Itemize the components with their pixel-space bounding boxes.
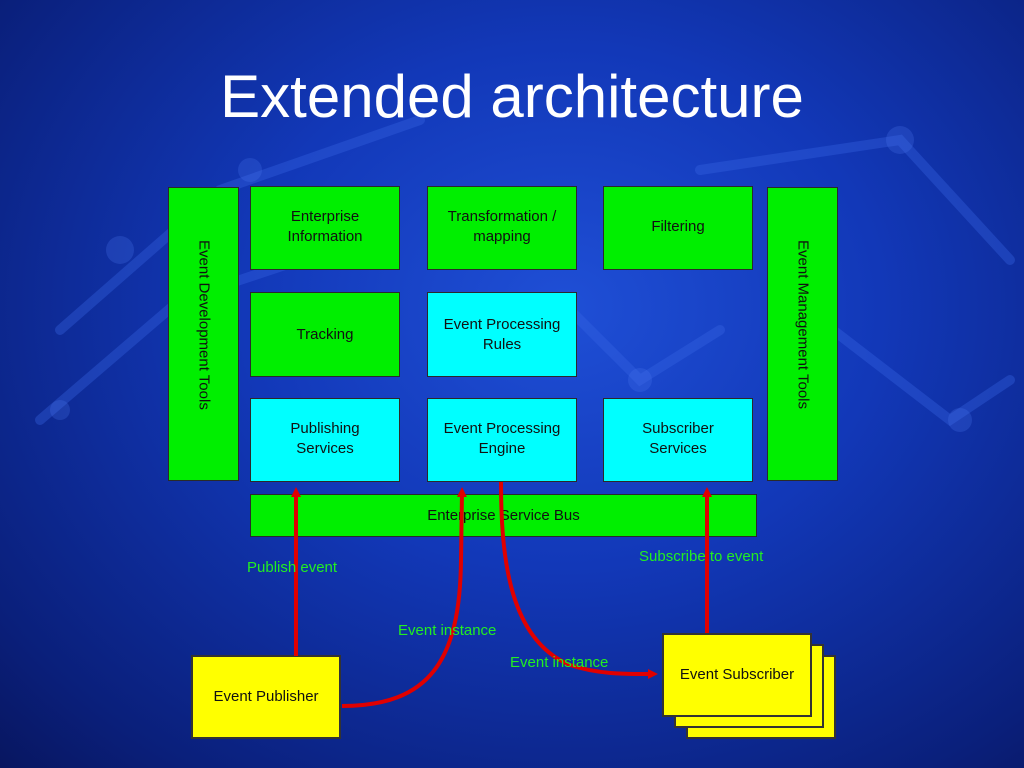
event-processing-rules-box: Event Processing Rules xyxy=(427,292,577,377)
transformation-mapping-box: Transformation / mapping xyxy=(427,186,577,270)
slide-title: Extended architecture xyxy=(220,63,804,130)
event-instance-label-1: Event instance xyxy=(398,622,497,639)
event-instance-arrow-to-subscriber xyxy=(499,481,658,680)
subscribe-to-event-label: Subscribe to event xyxy=(639,548,764,565)
event-subscriber-box: Event Subscriber xyxy=(662,633,812,717)
event-processing-engine-box: Event Processing Engine xyxy=(427,398,577,482)
tracking-label: Tracking xyxy=(296,325,354,343)
event-subscriber-label: Event Subscriber xyxy=(679,666,795,683)
filtering-label: Filtering xyxy=(651,218,705,235)
subscriber-services-box: Subscriber Services xyxy=(603,398,753,482)
subscriber-services-label: Subscriber Services xyxy=(642,420,714,457)
transformation-mapping-label: Transformation / mapping xyxy=(447,208,557,245)
event-instance-label-2: Event instance xyxy=(510,654,609,671)
event-development-tools-bar: Event Development Tools xyxy=(168,187,239,481)
tracking-box: Tracking xyxy=(250,292,400,377)
event-processing-rules-label: Event Processing Rules xyxy=(443,316,561,353)
event-management-tools-bar: Event Management Tools xyxy=(767,187,838,481)
enterprise-information-label: Enterprise Information xyxy=(287,208,363,245)
filtering-box: Filtering xyxy=(603,186,753,270)
event-publisher-box: Event Publisher xyxy=(191,655,341,739)
event-instance-arrow-to-engine xyxy=(341,487,467,708)
publishing-services-label: Publishing Services xyxy=(290,420,360,457)
event-publisher-label: Event Publisher xyxy=(213,688,319,705)
event-processing-engine-label: Event Processing Engine xyxy=(443,420,561,457)
publish-event-label: Publish event xyxy=(247,559,338,576)
publishing-services-box: Publishing Services xyxy=(250,398,400,482)
enterprise-information-box: Enterprise Information xyxy=(250,186,400,270)
